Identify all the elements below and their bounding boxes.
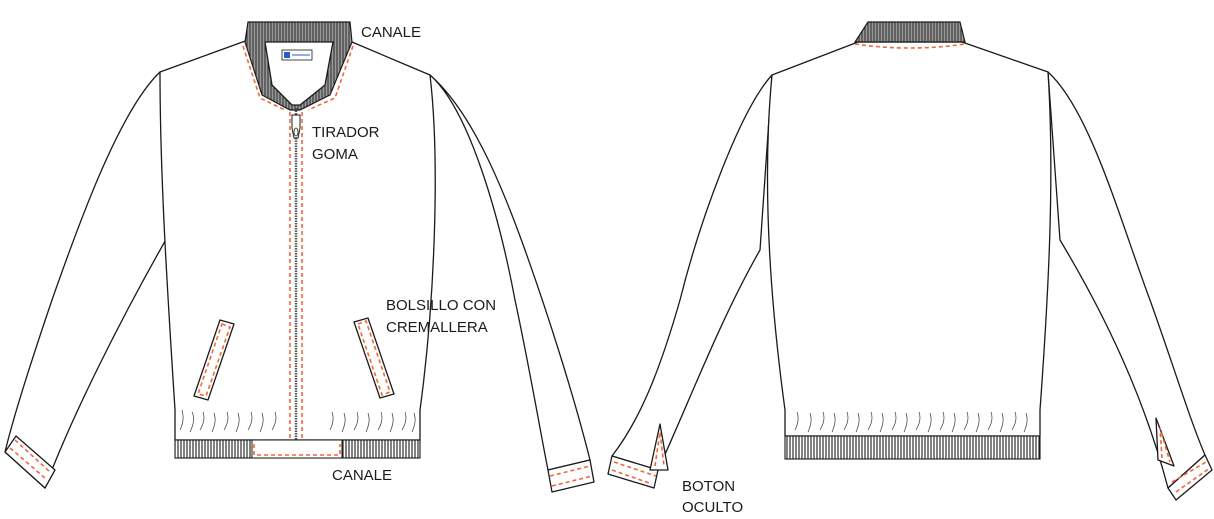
back-left-cuff-placket [649, 423, 669, 471]
back-left-cuff [607, 455, 659, 489]
front-view [4, 21, 595, 493]
front-right-pocket [353, 317, 395, 399]
back-collar-rib [853, 21, 966, 43]
back-body [766, 41, 1052, 437]
front-right-sleeve [429, 74, 591, 471]
back-right-sleeve [1047, 71, 1206, 489]
zipper-pull-label-line1: TIRADOR [312, 124, 380, 141]
pocket-label-line1: BOLSILLO CON [386, 297, 497, 314]
button-label-line2: OCULTO [682, 499, 744, 516]
button-label-line1: BOTON [682, 478, 736, 495]
back-right-cuff [1167, 454, 1213, 501]
hem-label: CANALE [332, 467, 393, 484]
back-right-cuff-placket [1155, 417, 1175, 467]
back-left-sleeve [611, 74, 773, 471]
back-hem-rib [784, 435, 1041, 460]
front-left-sleeve [4, 71, 169, 489]
zipper-pull-icon [291, 114, 301, 139]
zipper-pull-label-line2: GOMA [312, 146, 358, 163]
back-view [607, 21, 1213, 501]
collar-label: CANALE [361, 24, 422, 41]
front-left-pocket [193, 319, 235, 401]
pocket-label-line2: CREMALLERA [386, 319, 488, 336]
